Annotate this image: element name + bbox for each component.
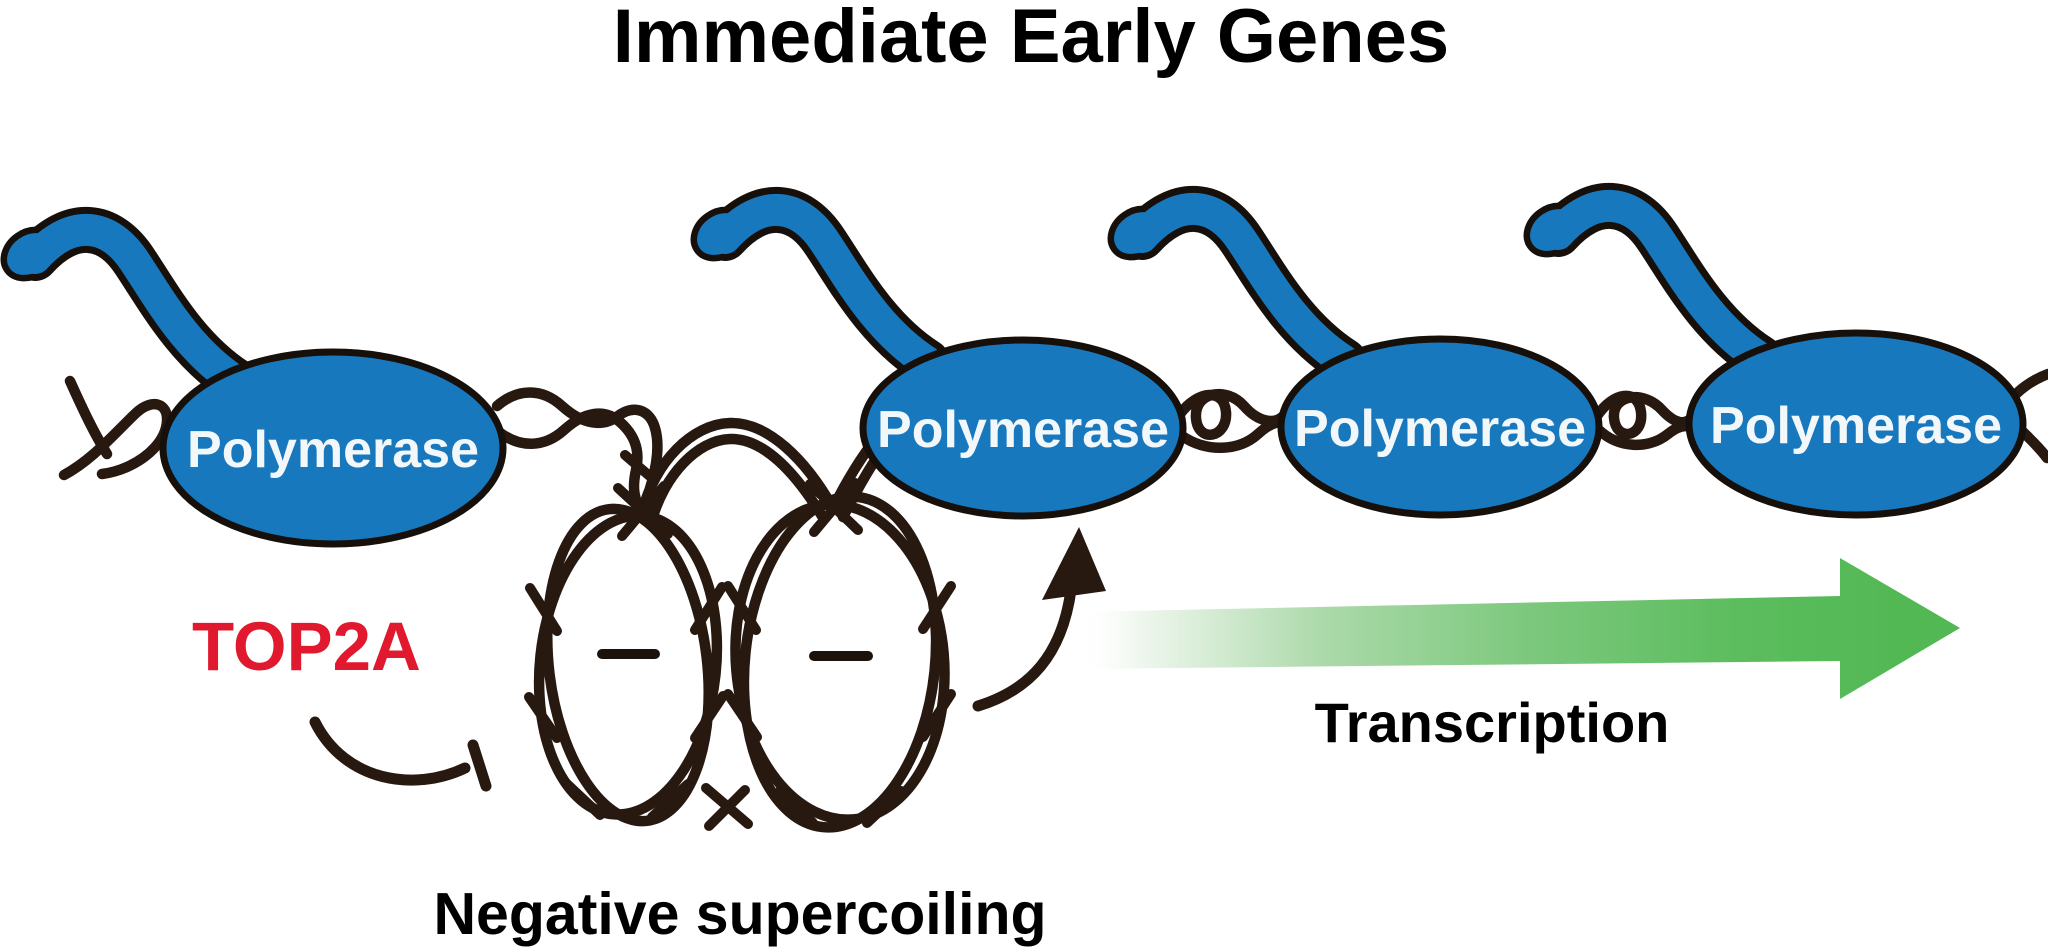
inhibition-arrow [309, 716, 492, 792]
polymerase-3: Polymerase [1107, 186, 1603, 519]
polymerase-label: Polymerase [187, 421, 479, 479]
twist-crossings [524, 582, 728, 822]
page-title: Immediate Early Genes [613, 0, 1449, 79]
negative-supercoiling-label: Negative supercoiling [433, 881, 1046, 947]
top2a-label: TOP2A [192, 608, 421, 685]
supercoil-loop-left [524, 481, 728, 827]
inhibition-bar [467, 739, 492, 792]
transcription-label: Transcription [1315, 691, 1670, 754]
polymerase-tail [1107, 186, 1367, 384]
supercoil-node-crossing [805, 478, 863, 537]
arrowhead [1042, 527, 1106, 600]
polymerase-tail [1523, 183, 1783, 381]
polymerase-label: Polymerase [877, 401, 1169, 459]
polymerase-body [859, 336, 1187, 520]
polymerase-2: Polymerase [690, 187, 1187, 520]
supercoil-bottom-crossing [701, 783, 753, 831]
activation-arrow [972, 527, 1106, 712]
polymerase-1: Polymerase [0, 207, 507, 548]
polymerase-label: Polymerase [1294, 400, 1586, 458]
transcription-arrow [1080, 558, 1960, 699]
polymerase-body [1685, 329, 2027, 519]
polymerase-label: Polymerase [1710, 397, 2002, 455]
supercoil-node-crossing [613, 481, 673, 541]
polymerase-4: Polymerase [1523, 183, 2027, 519]
polymerase-tail [690, 187, 950, 385]
twist-crossings [723, 581, 956, 828]
polymerase-tail [0, 207, 260, 405]
polymerase-body [1277, 335, 1603, 519]
supercoil-loop-right [723, 478, 956, 833]
polymerase-body [159, 348, 507, 548]
